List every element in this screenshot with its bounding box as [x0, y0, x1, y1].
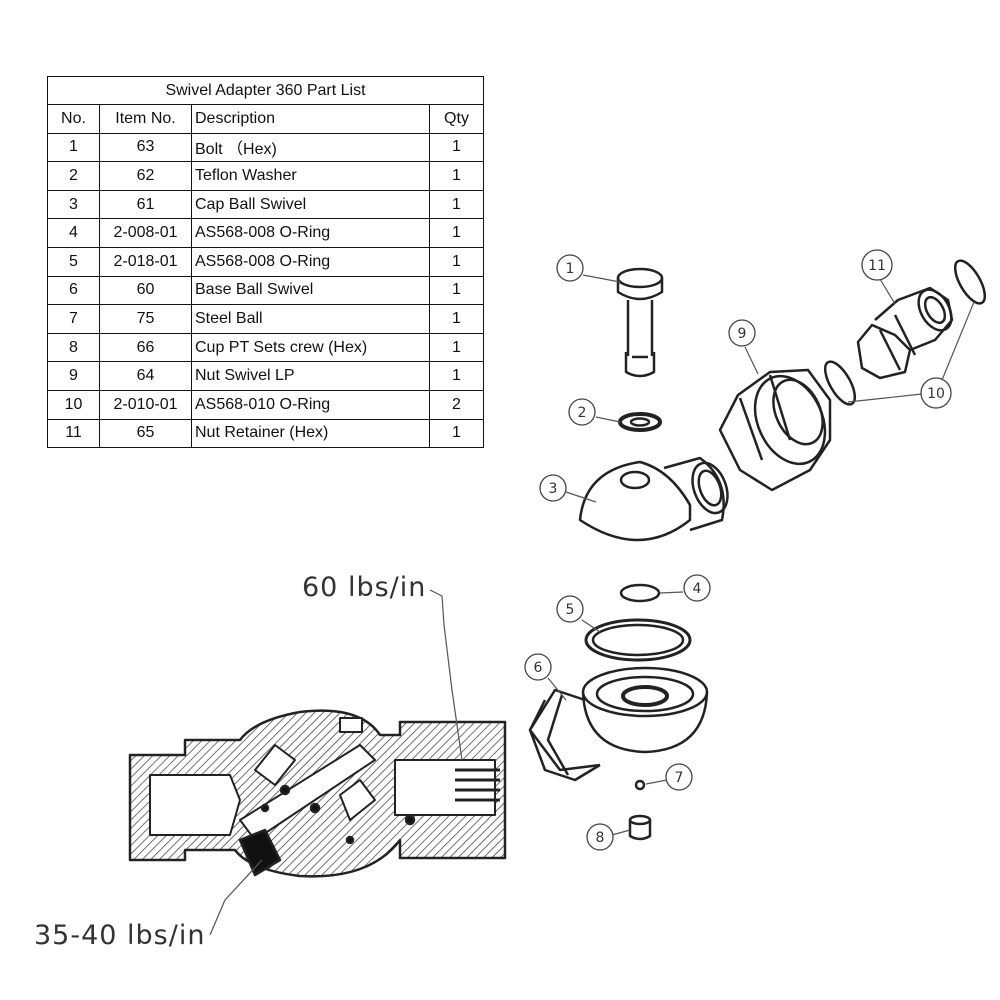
parts-list-table: Swivel Adapter 360 Part List No. Item No…: [47, 76, 484, 449]
callout-3: 3: [539, 474, 567, 502]
parts-list-title: Swivel Adapter 360 Part List: [47, 76, 484, 105]
header-no: No.: [47, 104, 100, 134]
header-item-no: Item No.: [99, 104, 192, 134]
row-description: Teflon Washer: [191, 161, 430, 191]
callout-leaders: [209, 274, 975, 936]
callout-7: 7: [665, 763, 693, 791]
row-description: Base Ball Swivel: [191, 275, 430, 306]
callout-8: 8: [586, 823, 614, 851]
header-qty: Qty: [429, 104, 484, 134]
row-description: Nut Retainer (Hex): [191, 418, 430, 449]
part-cap-ball-swivel: [578, 456, 729, 542]
row-description: AS568-008 O-Ring: [191, 246, 430, 277]
row-qty: 1: [429, 304, 484, 334]
row-qty: 1: [429, 418, 484, 449]
row-item-no: 65: [99, 418, 192, 449]
part-steel-ball: [634, 779, 646, 791]
row-description: Cup PT Sets crew (Hex): [191, 332, 430, 363]
row-description: Steel Ball: [191, 304, 430, 334]
callout-2: 2: [568, 398, 596, 426]
callout-6: 6: [524, 653, 552, 681]
callout-2-label: 2: [578, 405, 587, 421]
parts-list-title-row: Swivel Adapter 360 Part List: [47, 76, 484, 105]
row-qty: 2: [429, 389, 484, 420]
callout-9: 9: [728, 319, 756, 347]
part-bolt: [616, 267, 664, 378]
row-item-no: 2-008-01: [99, 218, 192, 248]
part-nut-swivel: [718, 368, 832, 492]
part-o-ring-010-b: [953, 259, 987, 305]
row-item-no: 64: [99, 361, 192, 391]
row-item-no: 75: [99, 304, 192, 334]
row-qty: 1: [429, 275, 484, 306]
row-no: 3: [47, 189, 100, 220]
callout-3-label: 3: [549, 481, 558, 497]
callout-6-label: 6: [534, 660, 543, 676]
callouts: 1 2 3 4 5 6 7 8 9 10 11: [524, 249, 952, 851]
row-item-no: 63: [99, 132, 192, 163]
row-qty: 1: [429, 161, 484, 191]
part-set-screw: [628, 814, 652, 841]
row-description: Bolt （Hex): [191, 132, 430, 163]
row-no: 2: [47, 161, 100, 191]
callout-11: 11: [861, 249, 893, 281]
row-qty: 1: [429, 246, 484, 277]
callout-4: 4: [683, 574, 711, 602]
part-teflon-washer: [618, 412, 662, 432]
row-item-no: 2-010-01: [99, 389, 192, 420]
callout-5-label: 5: [566, 602, 575, 618]
row-qty: 1: [429, 189, 484, 220]
callout-9-label: 9: [738, 326, 747, 342]
callout-4-label: 4: [693, 581, 702, 597]
row-qty: 1: [429, 361, 484, 391]
part-o-ring-018: [584, 618, 692, 662]
cross-section-assembly: [128, 709, 507, 878]
part-nut-retainer: [856, 286, 954, 380]
callout-10: 10: [920, 377, 952, 409]
callout-7-label: 7: [675, 770, 684, 786]
torque-label-upper: 60 lbs/in: [302, 572, 427, 603]
row-no: 11: [47, 418, 100, 449]
callout-8-label: 8: [596, 830, 605, 846]
callout-1: 1: [556, 254, 584, 282]
row-qty: 1: [429, 332, 484, 363]
callout-10-label: 10: [927, 386, 945, 402]
row-description: AS568-010 O-Ring: [191, 389, 430, 420]
callout-5: 5: [556, 595, 584, 623]
part-base-ball-swivel: [528, 666, 709, 782]
part-o-ring-008: [619, 583, 661, 603]
callout-11-label: 11: [868, 258, 886, 274]
row-description: Cap Ball Swivel: [191, 189, 430, 220]
part-o-ring-010-a: [823, 360, 857, 406]
callout-1-label: 1: [566, 261, 575, 277]
row-item-no: 61: [99, 189, 192, 220]
torque-label-lower: 35-40 lbs/in: [34, 920, 206, 951]
